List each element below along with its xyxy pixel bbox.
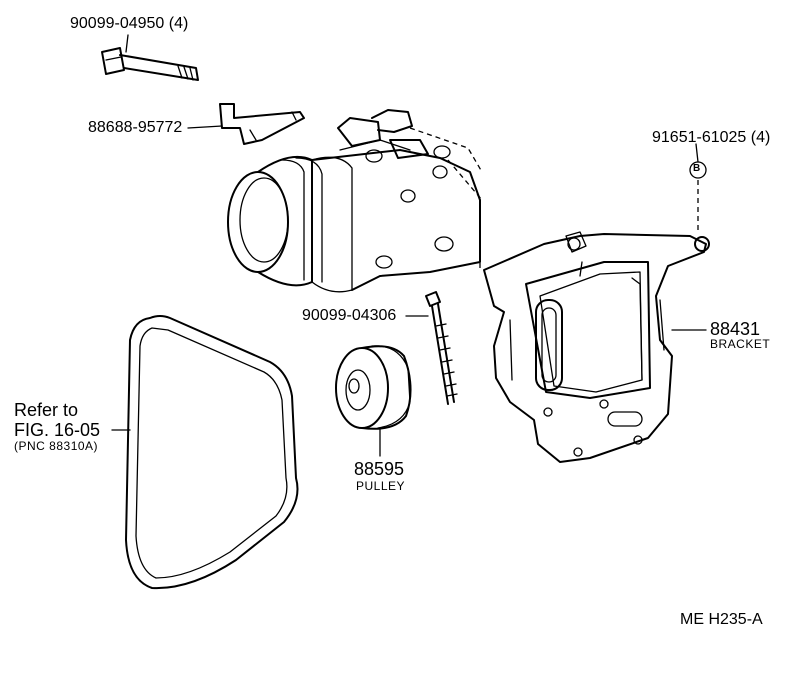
reference-line-3: (PNC 88310A) (14, 439, 99, 453)
plate-part-number: 88688-95772 (88, 119, 183, 136)
leader-lines (111, 34, 707, 457)
nut-symbol: B (693, 163, 701, 174)
reference-line-1: Refer to (14, 400, 79, 420)
nut-part-number: 91651-61025 (4) (652, 129, 771, 146)
bolt-part-number: 90099-04950 (4) (70, 15, 189, 32)
stud-part-number: 90099-04306 (302, 307, 397, 324)
compressor-drawing (227, 109, 483, 293)
bracket-name: BRACKET (710, 337, 771, 351)
pulley-name: PULLEY (356, 479, 406, 493)
bracket-drawing (483, 231, 710, 463)
reference-line-2[interactable]: FIG. 16-05 (14, 420, 101, 440)
bracket-part-number: 88431 (710, 319, 761, 339)
belt-drawing (125, 315, 299, 590)
plate-drawing (219, 103, 305, 145)
bolt-drawing (101, 47, 199, 81)
pulley-part-number: 88595 (354, 459, 405, 479)
drawing-code: ME H235-A (680, 611, 763, 628)
pulley-drawing (335, 345, 412, 430)
stud-drawing (425, 291, 458, 405)
